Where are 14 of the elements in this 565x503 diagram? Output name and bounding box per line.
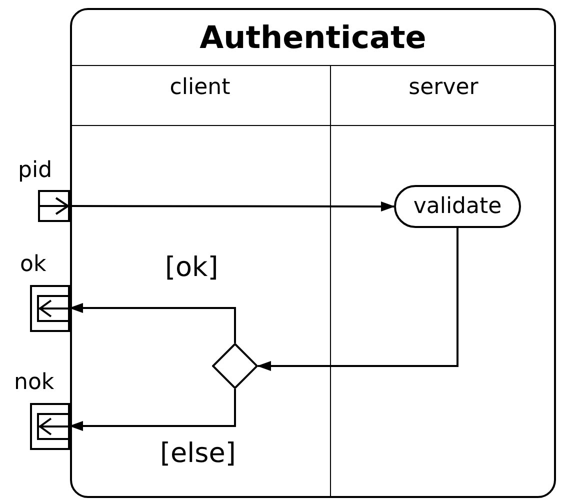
action-node: validate bbox=[394, 185, 521, 228]
pin-label: ok bbox=[20, 254, 46, 276]
arrow bbox=[69, 303, 236, 343]
arrow bbox=[257, 228, 458, 371]
guard-label: [else] bbox=[160, 440, 236, 467]
arrow bbox=[70, 201, 395, 212]
pin-label: pid bbox=[18, 160, 52, 182]
decision-diamond bbox=[212, 343, 258, 389]
lane-header: server bbox=[408, 77, 478, 99]
activity-title: Authenticate bbox=[200, 23, 426, 54]
pin-label: nok bbox=[14, 372, 54, 394]
lane-header: client bbox=[170, 77, 230, 99]
arrow bbox=[69, 389, 236, 431]
guard-label: [ok] bbox=[165, 254, 218, 281]
